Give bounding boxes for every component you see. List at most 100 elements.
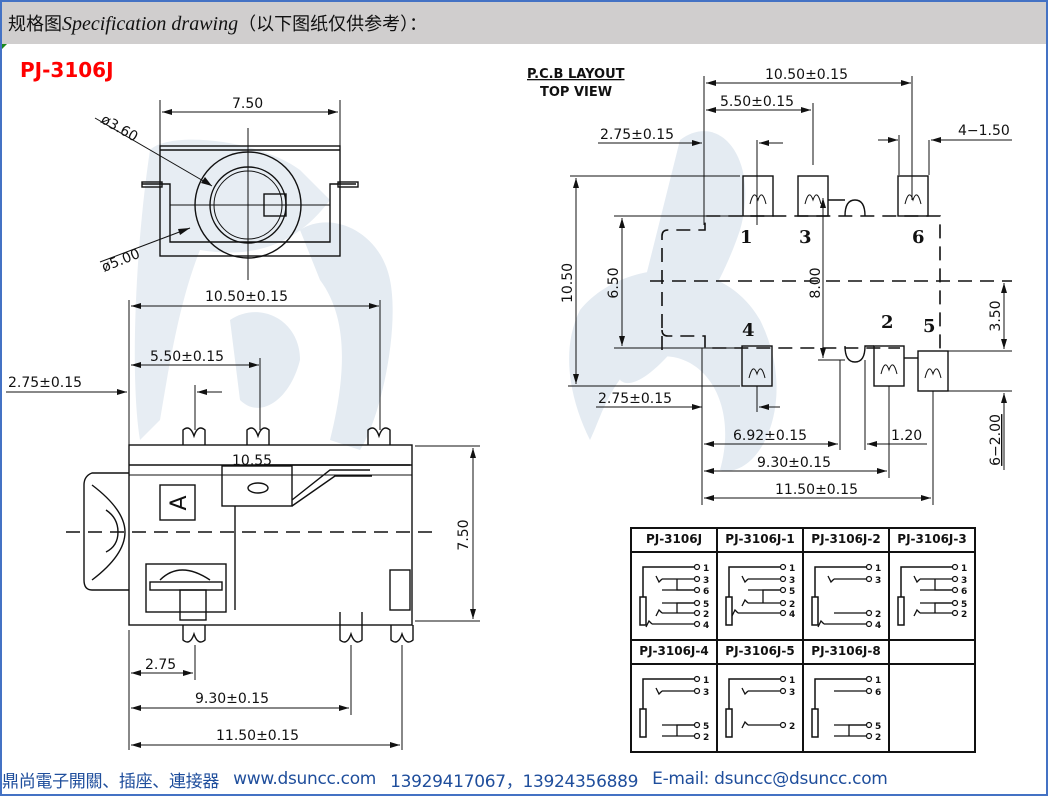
pcb-4-1-50-dim: 4−1.50 — [958, 123, 1010, 139]
pin-number: 2 — [875, 733, 881, 743]
pcb-10-50-dim: 10.50±0.15 — [765, 67, 848, 83]
pin-number: 2 — [961, 610, 967, 620]
pin-number: 6 — [703, 587, 709, 597]
variant-header: PJ-3106J-5 — [718, 641, 802, 665]
pin-number: 2 — [875, 610, 881, 620]
pcb-6-2-00-v-dim: 6−2.00 — [988, 414, 1004, 466]
pin-number: 3 — [703, 688, 709, 698]
outer-diameter-dim: ø5.00 — [100, 246, 143, 276]
variant-header: PJ-3106J-4 — [632, 641, 716, 665]
pcb-8-00-v-dim: 8.00 — [808, 267, 824, 298]
side-5-50-dim: 5.50±0.15 — [150, 349, 224, 365]
variant-header: PJ-3106J-3 — [890, 529, 974, 553]
pcb-2-75-top-dim: 2.75±0.15 — [600, 127, 674, 143]
pcb-2-75-bottom-dim: 2.75±0.15 — [598, 391, 672, 407]
pin-label-6: 6 — [912, 227, 925, 248]
email-link[interactable]: E-mail: dsuncc@dsuncc.com — [652, 769, 888, 789]
pin-number: 3 — [961, 576, 967, 586]
pcb-1-20-dim: 1.20 — [891, 428, 922, 444]
pin-number: 1 — [703, 564, 709, 574]
pin-number: 5 — [875, 722, 881, 732]
pcb-9-30-dim: 9.30±0.15 — [757, 455, 831, 471]
pcb-6-50-v-dim: 6.50 — [606, 267, 622, 298]
side-11-50-dim: 11.50±0.15 — [216, 728, 299, 744]
pin-number: 1 — [703, 676, 709, 686]
pin-number: 2 — [703, 733, 709, 743]
pin-number: 5 — [703, 722, 709, 732]
pcb-6-92-dim: 6.92±0.15 — [733, 428, 807, 444]
variant-header: PJ-3106J — [632, 529, 716, 553]
pin-number: 1 — [789, 564, 795, 574]
plug-icon — [811, 708, 819, 738]
side-2-75-dim: 2.75±0.15 — [8, 375, 82, 391]
pcb-3-50-v-dim: 3.50 — [988, 300, 1004, 331]
pcb-11-50-dim: 11.50±0.15 — [775, 482, 858, 498]
pin-label-5: 5 — [923, 316, 936, 337]
watermark-logo — [134, 131, 777, 471]
variant-header: PJ-3106J-1 — [718, 529, 802, 553]
pin-number: 5 — [789, 587, 795, 597]
title-cn-prefix: 规格图 — [8, 14, 62, 35]
variant-cell — [888, 639, 976, 753]
schematic-diagram: 1 3 24 — [811, 563, 881, 631]
inner-diameter-dim: ø3.60 — [98, 112, 140, 146]
specification-drawing: 7.50 ø3.60 ø5.00 10.50±0.15 5.50±0.15 2. — [6, 67, 1012, 750]
pin-number: 5 — [703, 600, 709, 610]
title-cn-suffix: （以下图纸仅供参考）： — [238, 14, 428, 35]
pin-number: 1 — [789, 676, 795, 686]
variant-header: PJ-3106J-2 — [804, 529, 888, 553]
schematic-diagram: 1 35 24 — [725, 563, 795, 626]
pin-number: 1 — [875, 564, 881, 574]
plug-icon — [639, 708, 647, 738]
plug-icon — [725, 596, 733, 626]
variant-header — [890, 641, 974, 665]
pin-number: 1 — [875, 676, 881, 686]
website-link[interactable]: www.dsuncc.com — [233, 769, 377, 789]
pcb-5-50-dim: 5.50±0.15 — [720, 94, 794, 110]
pcb-subtitle: TOP VIEW — [540, 85, 612, 100]
company-name: 鼎尚電子開關、插座、連接器 — [2, 771, 220, 792]
pin-number: 3 — [789, 576, 795, 586]
side-10-50-dim: 10.50±0.15 — [205, 289, 288, 305]
plug-icon — [639, 596, 647, 626]
pin-label-3: 3 — [799, 227, 812, 248]
schematic-diagram: 1 3 52 — [639, 675, 709, 743]
pin-number: 2 — [703, 610, 709, 620]
header-bar: 规格图Specification drawing（以下图纸仅供参考）： — [2, 2, 1046, 44]
pin-label-1: 1 — [740, 227, 753, 248]
plug-icon — [897, 596, 905, 626]
side-9-30-dim: 9.30±0.15 — [195, 691, 269, 707]
pin-label-2: 2 — [881, 312, 894, 333]
pin-number: 3 — [789, 688, 795, 698]
model-number: PJ-3106J — [20, 58, 114, 82]
pin-number: 6 — [961, 587, 967, 597]
pin-number: 2 — [789, 600, 795, 610]
pin-number: 4 — [875, 621, 881, 631]
side-10-55-dim: 10.55 — [232, 453, 272, 469]
side-view: 10.50±0.15 5.50±0.15 2.75±0.15 10.55 A — [6, 289, 480, 750]
pin-label-4: 4 — [742, 320, 755, 341]
pin-number: 4 — [789, 610, 795, 620]
plug-icon — [725, 708, 733, 738]
marker-a: A — [167, 495, 192, 510]
pin-number: 3 — [875, 576, 881, 586]
pin-number: 4 — [703, 621, 709, 631]
pcb-title: P.C.B LAYOUT — [527, 67, 625, 82]
side-2-75-short-dim: 2.75 — [145, 657, 176, 673]
schematic-diagram: 132 — [725, 675, 795, 738]
corner-marker — [2, 44, 7, 49]
title-en: Specification drawing — [62, 13, 239, 35]
phone-numbers: 13929417067，13924356889 — [390, 771, 639, 792]
page-title: 规格图Specification drawing（以下图纸仅供参考）： — [2, 10, 427, 36]
pin-number: 6 — [875, 688, 881, 698]
